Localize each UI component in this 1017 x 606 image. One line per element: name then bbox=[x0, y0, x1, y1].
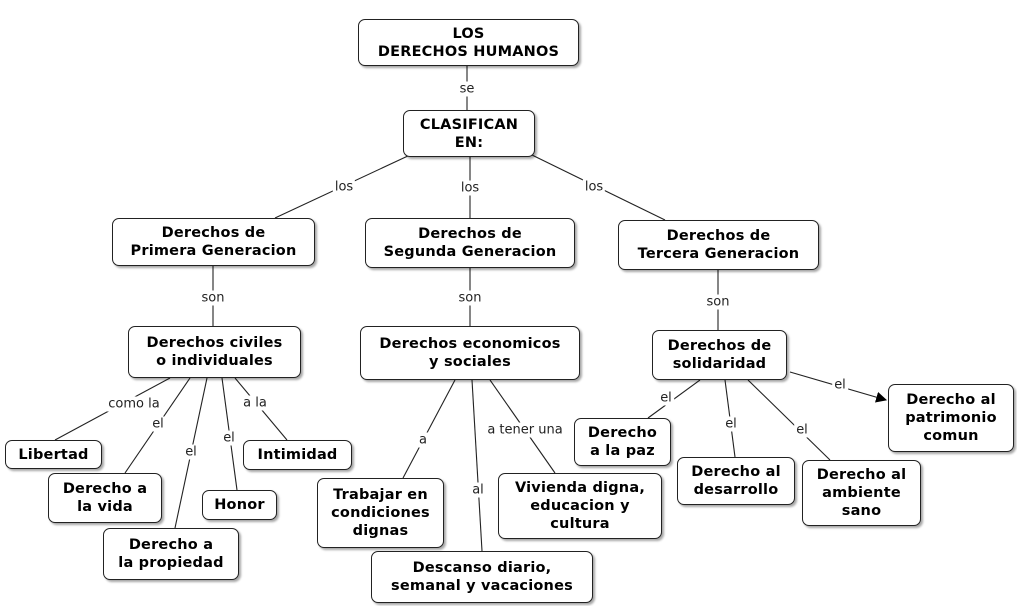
link-label-los-tercera: los bbox=[582, 179, 606, 195]
node-primera-generacion: Derechos de Primera Generacion bbox=[112, 218, 315, 266]
node-tercera-generacion: Derechos de Tercera Generacion bbox=[618, 220, 819, 270]
node-derechos-civiles: Derechos civiles o individuales bbox=[128, 326, 301, 378]
link-economicos-descanso bbox=[471, 379, 483, 552]
link-label-a-tener-una: a tener una bbox=[485, 422, 565, 438]
node-derecho-desarrollo: Derecho al desarrollo bbox=[677, 457, 795, 505]
link-solidaridad-ambiente bbox=[747, 379, 831, 461]
link-label-el-ambiente: el bbox=[794, 422, 810, 438]
node-honor: Honor bbox=[202, 490, 277, 520]
node-derechos-solidaridad: Derechos de solidaridad bbox=[652, 330, 787, 380]
link-label-el-patrimonio: el bbox=[832, 377, 848, 393]
link-label-a-la: a la bbox=[241, 395, 269, 411]
link-label-se: se bbox=[457, 81, 477, 97]
node-root: LOS DERECHOS HUMANOS bbox=[358, 19, 579, 66]
node-derecho-patrimonio: Derecho al patrimonio comun bbox=[888, 384, 1014, 452]
node-derecho-ambiente: Derecho al ambiente sano bbox=[802, 460, 921, 526]
link-label-son-primera: son bbox=[199, 290, 227, 306]
link-label-el-propiedad: el bbox=[183, 444, 199, 460]
link-label-a: a bbox=[417, 432, 429, 448]
link-label-los-segunda: los bbox=[458, 180, 482, 196]
link-label-los-primera: los bbox=[332, 179, 356, 195]
link-solidaridad-paz bbox=[647, 379, 701, 419]
node-derecho-vida: Derecho a la vida bbox=[48, 473, 162, 523]
link-label-son-tercera: son bbox=[704, 294, 732, 310]
node-descanso: Descanso diario, semanal y vacaciones bbox=[371, 551, 593, 603]
node-derecho-propiedad: Derecho a la propiedad bbox=[103, 528, 239, 580]
link-label-al: al bbox=[470, 482, 486, 498]
node-derecho-paz: Derecho a la paz bbox=[574, 418, 671, 466]
node-vivienda: Vivienda digna, educacion y cultura bbox=[498, 473, 662, 539]
link-label-el-vida: el bbox=[150, 416, 166, 432]
link-label-el-honor: el bbox=[221, 430, 237, 446]
node-intimidad: Intimidad bbox=[243, 440, 352, 470]
link-label-son-segunda: son bbox=[456, 290, 484, 306]
node-segunda-generacion: Derechos de Segunda Generacion bbox=[365, 218, 575, 268]
link-label-el-desarrollo: el bbox=[723, 416, 739, 432]
node-derechos-economicos: Derechos economicos y sociales bbox=[360, 326, 580, 380]
link-economicos-trabajar bbox=[402, 379, 456, 479]
node-clasifican: CLASIFICAN EN: bbox=[403, 110, 535, 157]
link-label-el-paz: el bbox=[658, 390, 674, 406]
node-trabajar: Trabajar en condiciones dignas bbox=[317, 478, 444, 548]
node-libertad: Libertad bbox=[5, 440, 102, 469]
link-label-como-la: como la bbox=[106, 396, 162, 412]
